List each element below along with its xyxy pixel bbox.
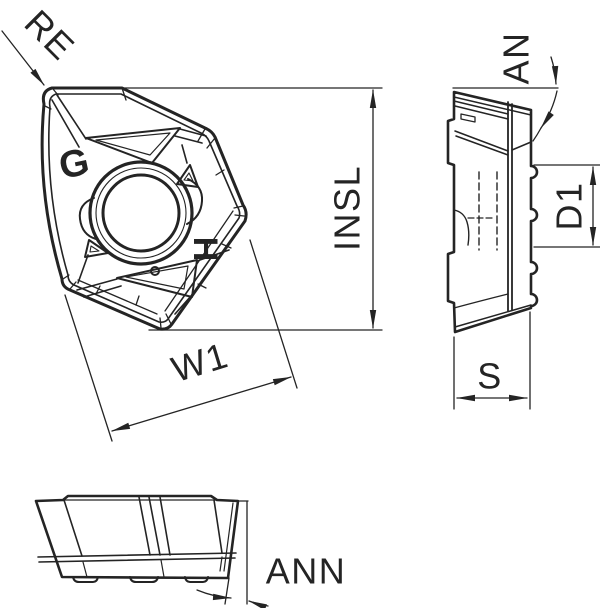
bottom-edge-band [37,552,237,563]
front-view: G H [40,86,248,331]
bottom-view [34,494,240,583]
an-arc-tail [532,127,542,142]
front-outer-silhouette [40,86,248,331]
side-face-edge [507,101,513,312]
insl-label: INSL [327,165,368,251]
dimension-d1: D1 [533,164,600,248]
w1-extension-lines [64,239,298,442]
side-surface-curves [453,209,509,309]
index-dot [150,266,160,276]
dimension-ann: ANN [196,500,347,608]
ann-label: ANN [266,551,347,592]
center-hole-outer [88,160,194,266]
an-arc-upper [550,56,559,85]
chipbreaker-triangle-top [85,127,181,164]
chipbreaker-triangle-bottom [116,259,198,298]
dimension-re: RE [1,2,83,86]
re-leader-arrow [1,30,45,86]
w1-label: W1 [167,334,233,390]
hole-wing-right [186,178,204,225]
re-label: RE [17,2,83,68]
chipbreaker-triangle-topright [176,164,199,188]
bottom-groove-lines [63,496,223,557]
dimension-an: AN [452,31,559,142]
dimension-w1: W1 [64,239,298,442]
chipbreaker-triangle-bottom-inner [125,265,189,290]
front-ridge-lines [51,94,230,315]
an-label: AN [496,31,537,84]
w1-dimension-line [111,376,292,432]
side-notch [460,113,476,123]
dimension-s: S [453,311,531,410]
ann-arc-left [196,589,232,601]
s-label: S [477,356,503,397]
side-hidden-hole-lines [478,171,498,251]
chipbreaker-triangle-top-inner [95,132,171,156]
grade-mark-g: G [55,141,93,188]
insl-extension-lines [49,87,383,331]
chipbreaker-triangle-bottomleft [84,239,109,258]
side-bevel-lines [453,96,532,328]
side-facet-lines [454,130,532,156]
dimension-insl: INSL [49,87,383,331]
side-view [446,90,539,334]
d1-label: D1 [549,181,590,230]
side-outer-silhouette [446,90,539,334]
bottom-feet [72,576,209,583]
chipbreaker-triangle-bottomleft-inner [89,245,100,253]
chipbreaker-triangle-topright-inner [183,172,194,182]
center-hole-chamfer [95,167,187,259]
an-arc-lower [540,90,558,129]
center-hole-bore [101,173,181,253]
grade-mark-h: H [186,237,224,262]
hole-wing-left [78,197,97,240]
front-inner-outline [48,93,241,323]
s-extension-lines [453,311,531,410]
ann-arc-right [248,600,269,608]
d1-extension-lines [533,164,600,248]
bottom-detail-lines [82,502,234,578]
